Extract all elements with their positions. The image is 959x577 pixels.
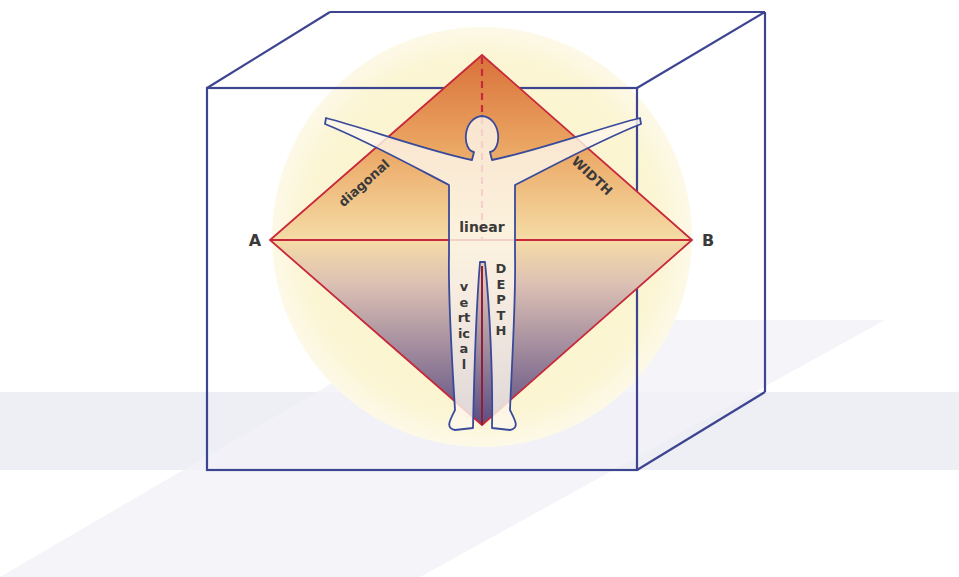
depth-label: DEPTH [495, 261, 508, 339]
cube [207, 12, 765, 470]
linear-label: linear [459, 219, 504, 235]
point-label: B [702, 231, 714, 250]
point-label: A [249, 231, 261, 250]
center-line [481, 266, 483, 425]
vertical-label: vertical [458, 279, 471, 373]
human-figure [325, 116, 641, 430]
